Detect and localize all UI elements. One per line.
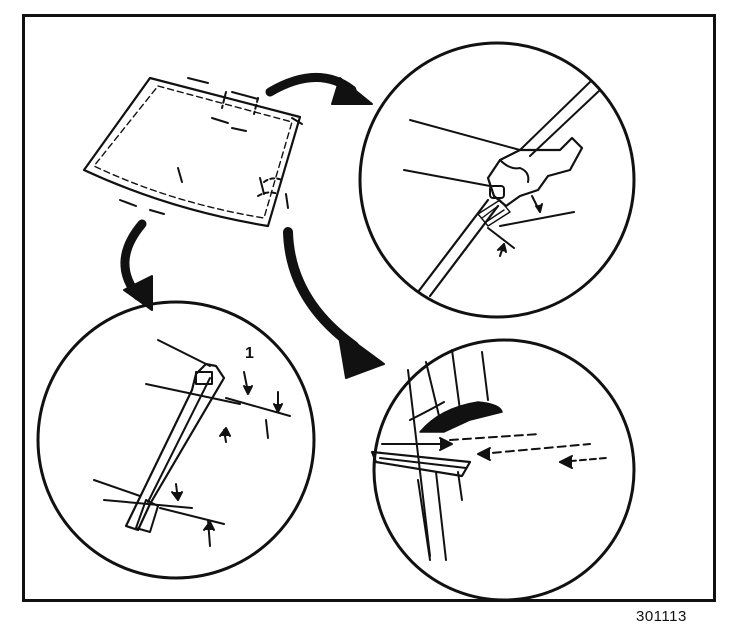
detail-top-right [358,41,636,319]
arrow-to-top-detail [265,73,373,105]
arrow-to-bottom-right-detail [283,227,385,379]
callout-label: 1 [245,345,254,362]
detail-bottom-right [370,338,636,602]
arrow-to-bottom-left-detail [120,219,153,311]
reveal-molding-marks [119,77,303,215]
figure-number: 301113 [636,608,687,625]
detail-bottom-left [36,300,316,580]
windshield-overview [82,76,303,228]
figure-frame [22,14,716,602]
